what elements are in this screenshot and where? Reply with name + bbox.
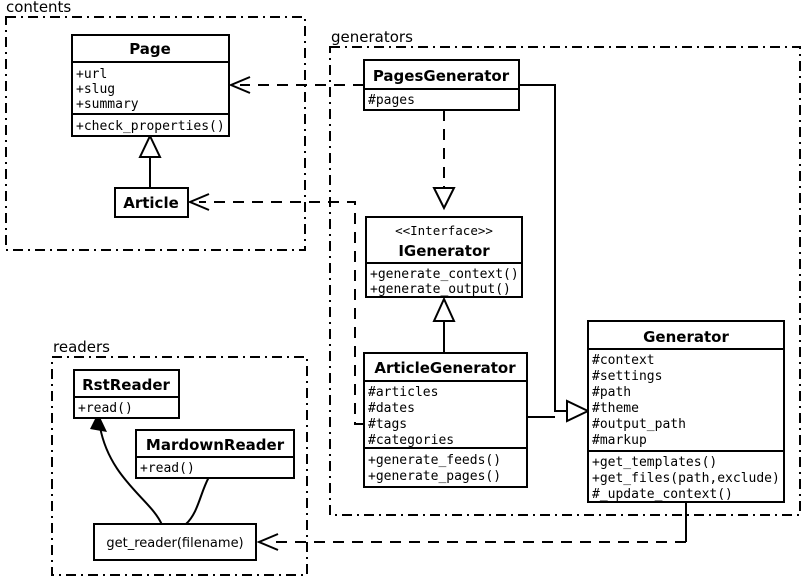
package-generators: generators (329, 28, 801, 516)
class-generator-attribute: #path (592, 385, 631, 400)
class-igenerator-stereotype: <<Interface>> (395, 223, 493, 238)
class-igenerator-title: IGenerator (398, 242, 490, 260)
edge-pagesgen-generator-line (519, 84, 568, 412)
class-generator-attribute: #output_path (592, 417, 686, 432)
edge-generator-to-getreader (256, 502, 687, 551)
class-pages-generator[interactable]: PagesGenerator #pages (363, 59, 520, 111)
class-igenerator-box[interactable] (365, 216, 523, 298)
class-page-title: Page (129, 40, 171, 58)
class-article-generator-attribute: #articles (368, 385, 438, 400)
class-page-box[interactable] (71, 34, 230, 137)
class-article[interactable]: Article (114, 187, 189, 218)
class-generator-attribute: #context (592, 353, 655, 368)
function-get-reader-label: get_reader(filename) (106, 536, 243, 551)
generalization-arrowhead-icon (566, 399, 591, 423)
function-get-reader[interactable]: get_reader(filename) (93, 523, 257, 561)
package-generators-label: generators (331, 28, 413, 46)
class-page-attribute: +slug (76, 82, 115, 97)
edge-articlegenerator-to-igenerator (432, 296, 456, 355)
class-article-generator[interactable]: ArticleGenerator #articles #dates #tags … (363, 352, 528, 488)
class-page[interactable]: Page +url +slug +summary +check_properti… (71, 34, 230, 137)
class-mardown-reader[interactable]: MardownReader +read() (135, 429, 295, 479)
class-article-generator-operation: +generate_pages() (368, 469, 501, 484)
edge-pagesgenerator-to-igenerator (432, 110, 456, 211)
class-mardown-reader-box[interactable] (135, 429, 295, 479)
class-generator-operation: +get_templates() (592, 455, 717, 470)
class-generator-operation: +get_files(path,exclude) (592, 471, 780, 486)
edge-pagesgenerator-to-page (228, 76, 364, 94)
class-article-generator-operation: +generate_feeds() (368, 453, 501, 468)
class-igenerator[interactable]: <<Interface>> IGenerator +generate_conte… (365, 216, 523, 298)
package-readers: readers (51, 338, 308, 576)
class-article-generator-box[interactable] (363, 352, 528, 488)
class-pages-generator-title: PagesGenerator (373, 67, 510, 85)
class-article-generator-attribute: #tags (368, 417, 407, 432)
dependency-arrowhead-icon (256, 533, 279, 551)
edge-getreader-to-rstreader (90, 413, 163, 526)
package-contents-label: contents (6, 0, 71, 16)
class-generator-attribute: #theme (592, 401, 639, 416)
class-igenerator-operation: +generate_context() (370, 267, 519, 282)
class-article-generator-title: ArticleGenerator (374, 359, 516, 377)
package-contents-border (5, 16, 306, 251)
association-arrowhead-icon (90, 413, 107, 432)
function-get-reader-box[interactable] (93, 523, 257, 561)
package-readers-label: readers (53, 338, 110, 356)
class-article-generator-attribute: #categories (368, 433, 454, 448)
dependency-arrowhead-icon (228, 76, 251, 94)
edge-generators-to-generator (519, 84, 591, 423)
class-pages-generator-box[interactable] (363, 59, 520, 111)
package-contents: contents (5, 0, 306, 251)
class-article-generator-attribute: #dates (368, 401, 415, 416)
class-page-attribute: +summary (76, 97, 139, 112)
edge-article-to-page (138, 133, 162, 188)
generalization-arrowhead-icon (138, 133, 162, 158)
class-mardown-reader-title: MardownReader (146, 436, 285, 454)
class-pages-generator-attribute: #pages (368, 93, 415, 108)
package-readers-border (51, 356, 308, 576)
class-generator-box[interactable] (587, 320, 785, 503)
package-generators-border (329, 46, 801, 516)
class-rst-reader-title: RstReader (82, 376, 170, 394)
edge-getreader-rstreader-curve (99, 426, 163, 526)
class-generator-operation: #_update_context() (592, 487, 733, 502)
class-mardown-reader-operation: +read() (140, 461, 195, 476)
class-page-attribute: +url (76, 67, 107, 82)
generalization-arrowhead-icon (432, 296, 456, 322)
class-article-title: Article (123, 194, 179, 212)
class-rst-reader-box[interactable] (73, 369, 180, 419)
edge-articlegen-article-line (199, 201, 364, 425)
class-rst-reader[interactable]: RstReader +read() (73, 369, 180, 419)
class-page-operation: +check_properties() (76, 119, 225, 134)
dependency-arrowhead-icon (187, 193, 210, 211)
realization-arrowhead-icon (432, 187, 456, 211)
class-generator-title: Generator (643, 328, 729, 346)
class-generator-attribute: #markup (592, 433, 647, 448)
class-rst-reader-operation: +read() (78, 401, 133, 416)
class-generator[interactable]: Generator #context #settings #path #them… (587, 320, 785, 503)
edge-articlegenerator-to-article (187, 193, 364, 425)
class-igenerator-operation: +generate_output() (370, 282, 511, 297)
class-article-box[interactable] (114, 187, 189, 218)
class-generator-attribute: #settings (592, 369, 662, 384)
